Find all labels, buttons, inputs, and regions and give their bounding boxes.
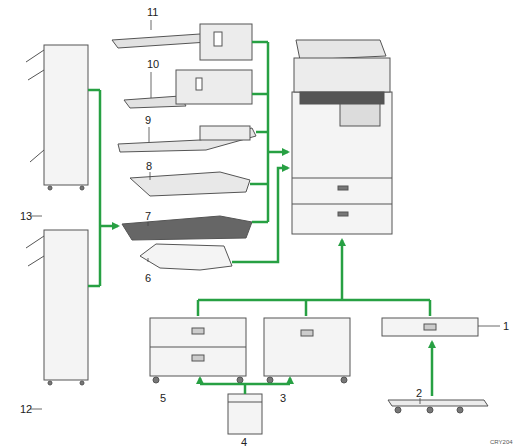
callout-number: 9	[145, 114, 151, 126]
callout-number: 5	[160, 392, 166, 404]
callout-number: 13	[20, 210, 32, 222]
callout-number: 11	[147, 6, 158, 18]
callout-number: 7	[145, 210, 151, 222]
callout-number: 4	[241, 436, 247, 447]
figure-code: CRY204	[490, 439, 513, 446]
callout-number: 6	[145, 272, 151, 284]
callout-number: 12	[20, 403, 32, 415]
callout-number: 1	[503, 320, 509, 332]
callout-number: 3	[280, 392, 286, 404]
callout-number: 2	[416, 387, 422, 399]
callout-number: 10	[147, 58, 159, 70]
callout-number: 8	[146, 160, 152, 172]
